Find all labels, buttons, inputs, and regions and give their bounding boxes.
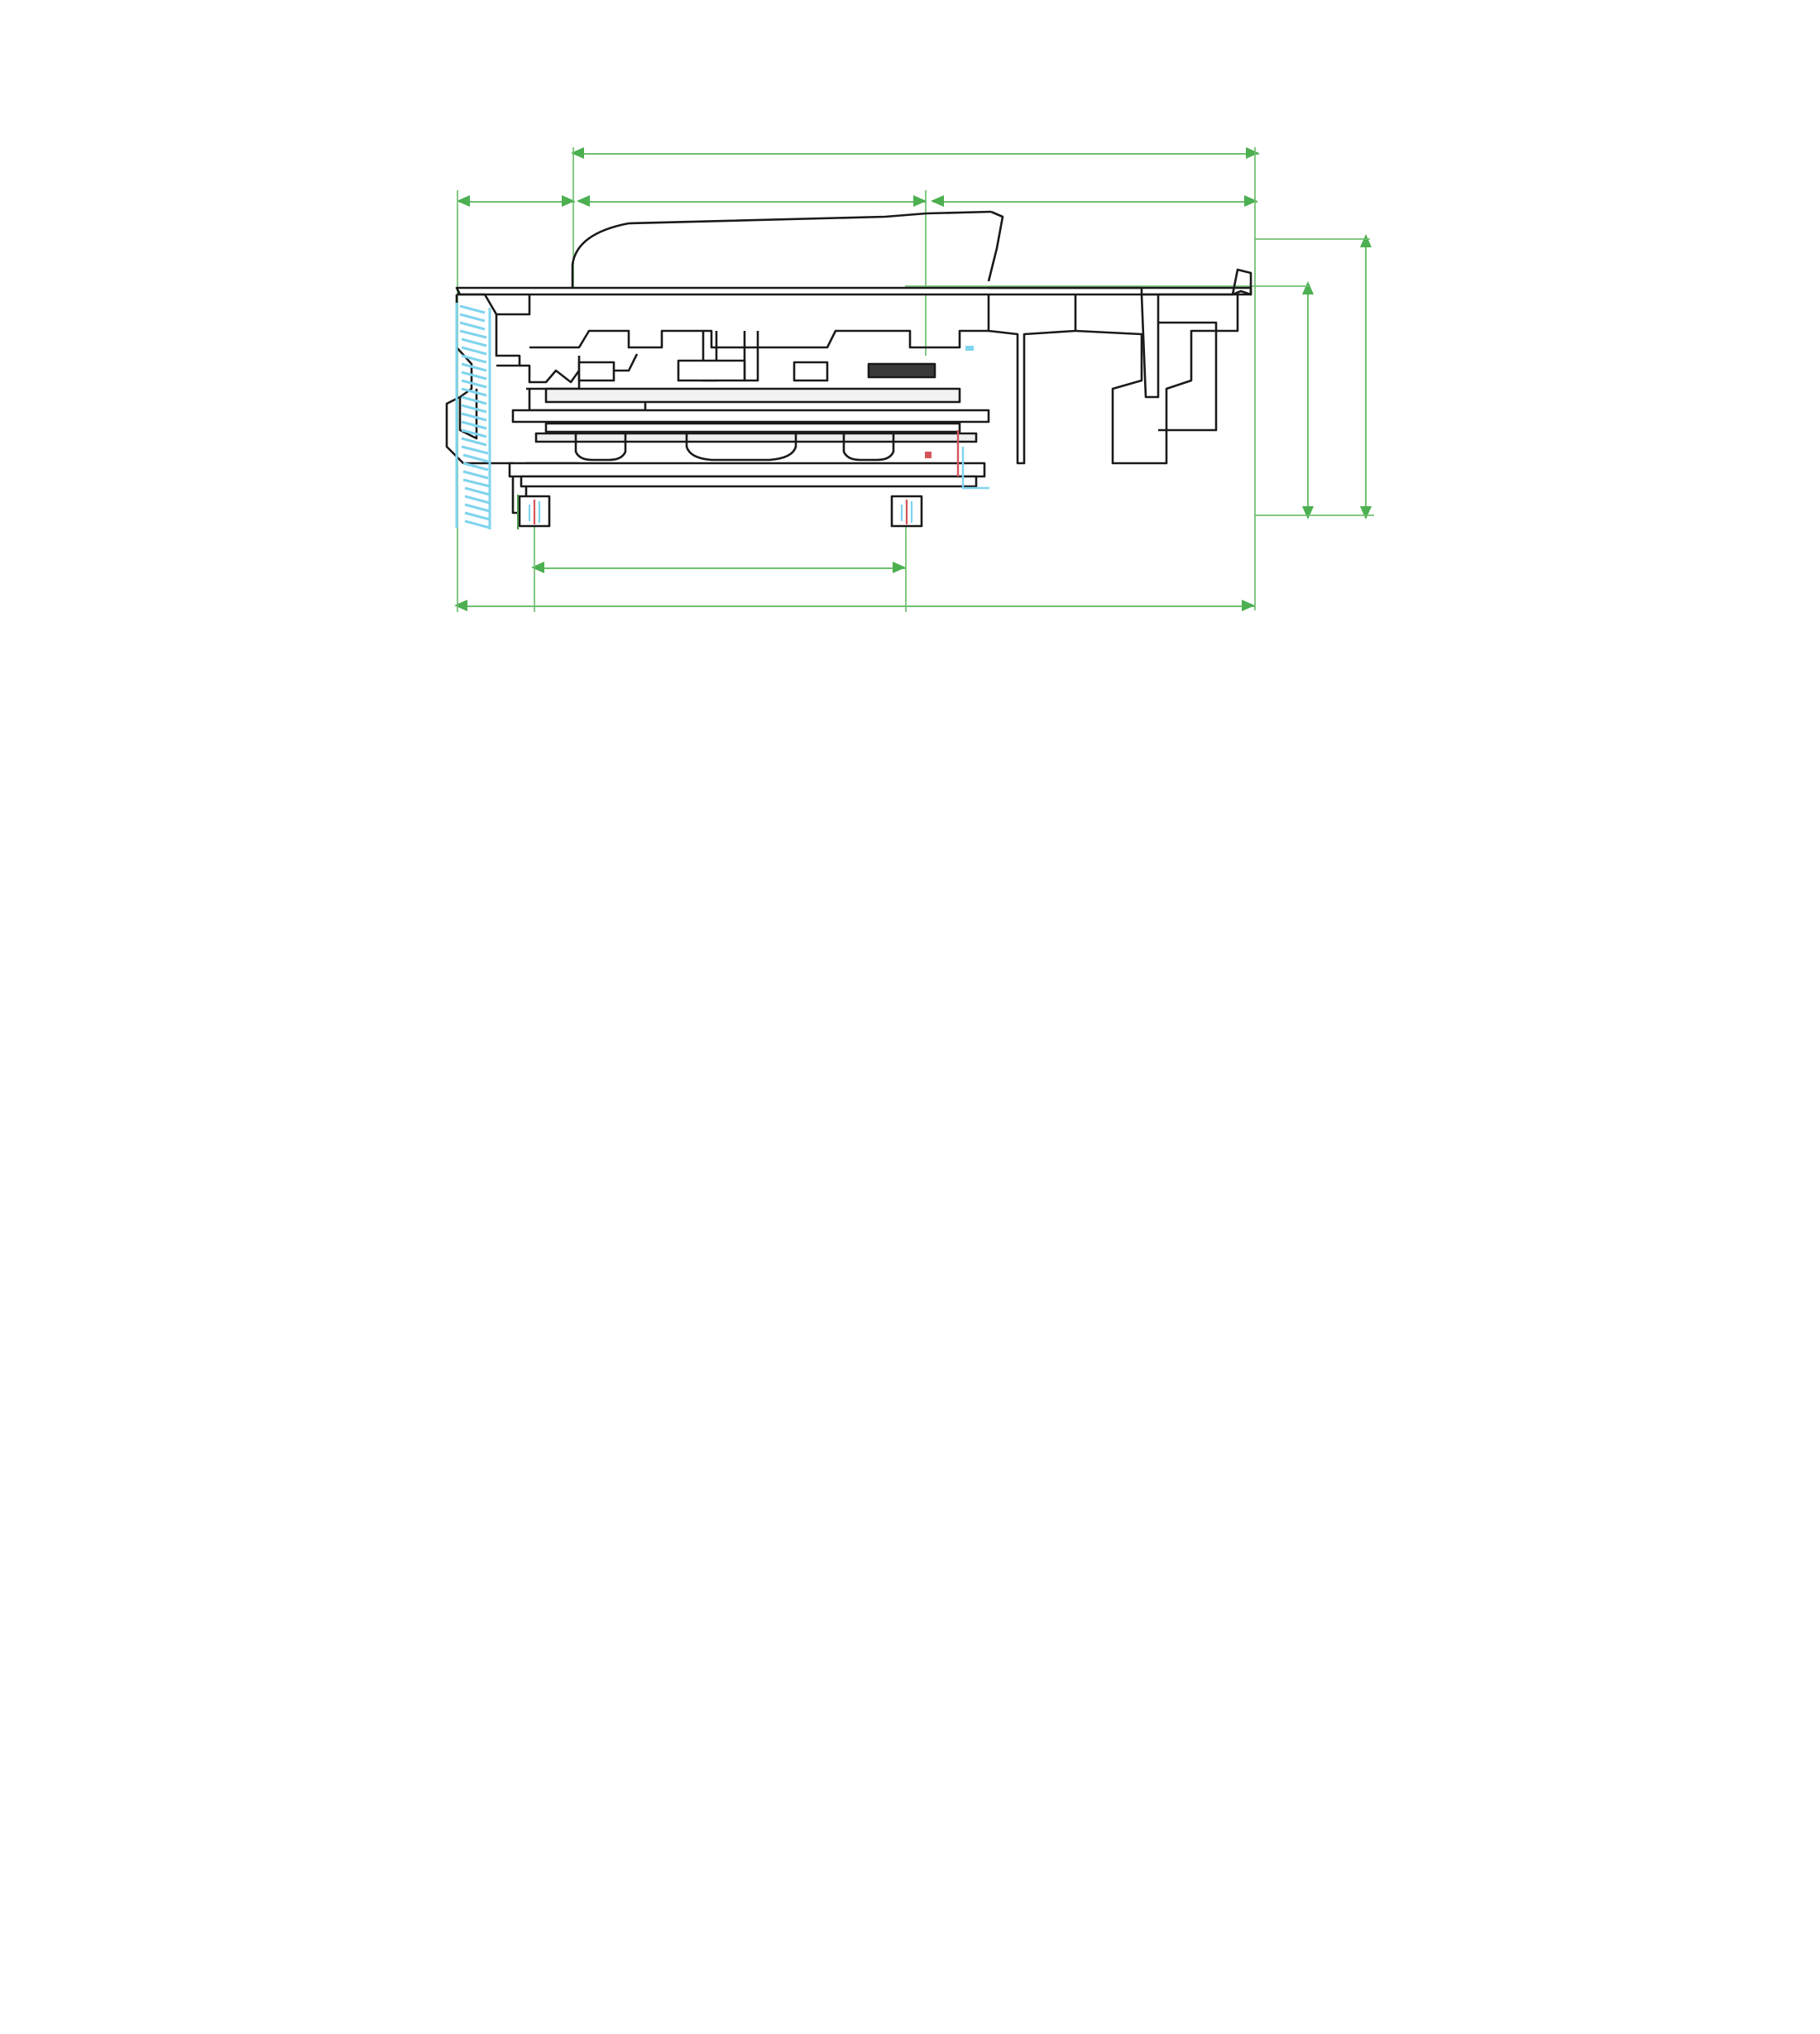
- arrow-50-left: [931, 195, 944, 207]
- dim-line-161-5: [457, 605, 1255, 607]
- spring-coil: [455, 303, 491, 529]
- witness-line-rear: [1254, 147, 1256, 610]
- dim-line-50: [933, 201, 1257, 203]
- arrow-47-5-bottom: [1302, 506, 1314, 519]
- witness-line-keyback: [925, 190, 927, 356]
- witness-line-h-base: [1254, 514, 1374, 516]
- witness-line-keyfront: [572, 147, 574, 288]
- arrow-57-77-bottom: [1360, 506, 1372, 519]
- side-view-drawing: [445, 210, 1252, 529]
- arrow-86-left: [577, 195, 590, 207]
- arrow-47-5-top: [1302, 281, 1314, 294]
- witness-line-hole1: [534, 496, 535, 612]
- witness-line-hole2: [905, 496, 907, 612]
- arrow-57-77-top: [1360, 234, 1372, 247]
- arrow-24-left: [457, 195, 470, 207]
- arrow-75-5-right: [893, 562, 906, 573]
- witness-line-h-57: [1254, 238, 1370, 240]
- dim-line-57-77: [1365, 238, 1367, 516]
- arrow-136-left: [571, 147, 584, 159]
- arrow-24-right: [562, 195, 575, 207]
- witness-line-h-47: [905, 285, 1310, 287]
- arrow-161-5-right: [1242, 600, 1255, 611]
- dim-line-24: [459, 201, 575, 203]
- dim-line-86: [579, 201, 927, 203]
- dim-line-75-5: [534, 567, 906, 569]
- dim-line-47-5: [1307, 285, 1309, 517]
- arrow-136-right: [1246, 147, 1259, 159]
- detail-marks: [517, 346, 989, 529]
- dim-line-136: [572, 153, 1259, 155]
- arrow-86-right: [913, 195, 927, 207]
- figure-2-side-view: [0, 0, 1820, 662]
